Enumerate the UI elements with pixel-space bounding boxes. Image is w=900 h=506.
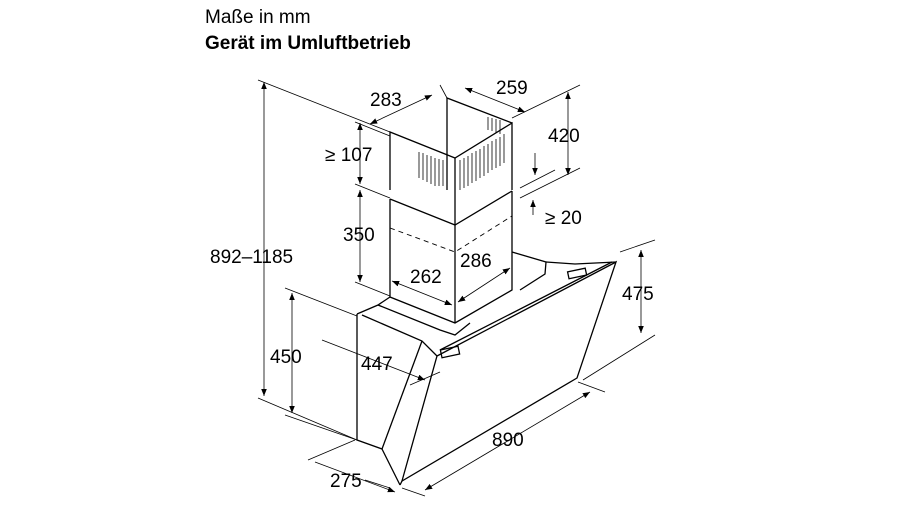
dim-inner-depth: 286	[460, 251, 492, 272]
dim-upper-chimney: 420	[548, 126, 580, 147]
dim-chimney-width: 283	[370, 90, 402, 111]
lower-chimney	[389, 190, 513, 324]
dim-chimney-depth: 259	[496, 78, 528, 99]
dim-hood-depth: 447	[361, 354, 393, 375]
diagram-title: Gerät im Umluftbetrieb	[205, 33, 411, 54]
dim-lower-chimney: 350	[343, 225, 375, 246]
dim-hood-width: 890	[492, 430, 524, 451]
hood-body	[356, 251, 618, 486]
dim-inner-width: 262	[410, 267, 442, 288]
dim-hood-height-side: 450	[270, 347, 302, 368]
dim-hood-height-front: 475	[622, 284, 654, 305]
upper-chimney	[389, 97, 513, 225]
dimension-lines	[257, 79, 656, 497]
dim-total-height: 892–1185	[210, 247, 294, 268]
dim-min-overlap: ≥ 20	[545, 208, 582, 229]
dim-min-gap-top: ≥ 107	[325, 145, 373, 166]
dim-bottom-depth: 275	[330, 471, 362, 492]
units-label: Maße in mm	[205, 7, 311, 28]
